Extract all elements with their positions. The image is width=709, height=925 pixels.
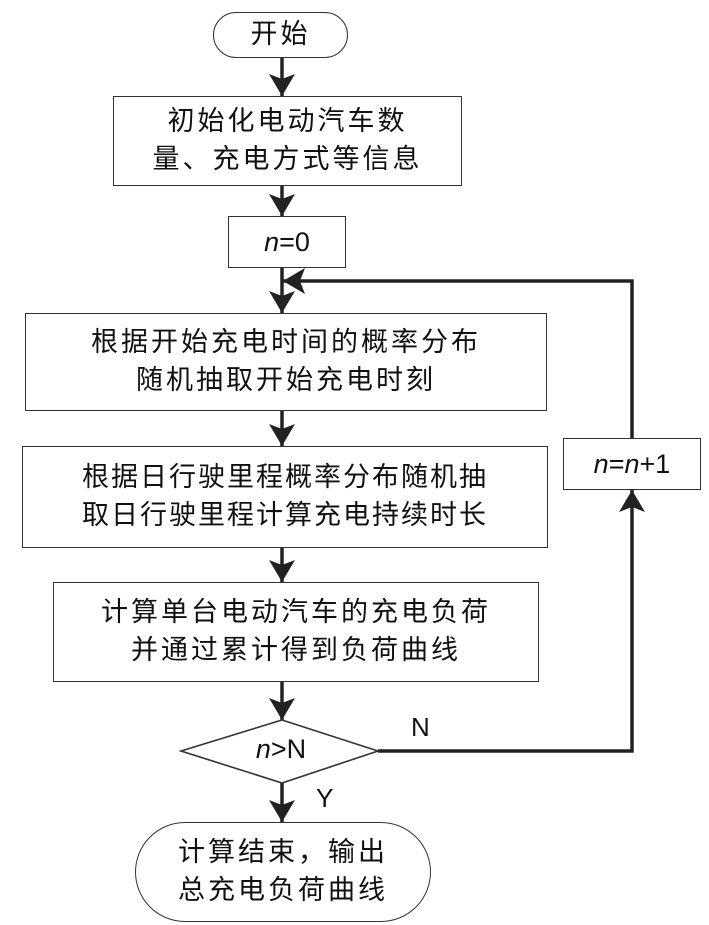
init-line-2: 量、充电方式等信息	[152, 144, 423, 175]
compute-load-box: 计算单台电动汽车的充电负荷 并通过累计得到负荷曲线	[53, 582, 539, 682]
init-process-box: 初始化电动汽车数 量、充电方式等信息	[113, 96, 462, 186]
sample-mileage-box: 根据日行驶里程概率分布随机抽 取日行驶里程计算充电持续时长	[22, 446, 548, 548]
branch-no-label: N	[411, 712, 430, 742]
decision-condition: >N	[270, 734, 307, 764]
end-line-1: 计算结束，输出	[178, 837, 388, 868]
start-text: 开始	[250, 19, 311, 50]
decision-diamond-shape	[178, 719, 381, 784]
decision-variable: n	[255, 734, 271, 764]
end-terminal: 计算结束，输出 总充电负荷曲线	[135, 822, 431, 922]
compute-load-line-1: 计算单台电动汽车的充电负荷	[101, 597, 491, 628]
increment-text: n=n+1	[594, 449, 671, 480]
branch-yes-label: Y	[316, 783, 334, 813]
increment-var-right: n	[624, 448, 640, 479]
init-counter-box: n=0	[228, 216, 346, 268]
decision-text: n>N	[181, 734, 381, 765]
edge-decision-to-increment	[378, 490, 645, 753]
end-line-2: 总充电负荷曲线	[178, 875, 388, 906]
sample-mileage-line-2: 取日行驶里程计算充电持续时长	[82, 500, 488, 531]
sample-start-time-line-1: 根据开始充电时间的概率分布	[91, 327, 481, 358]
counter-variable: n	[264, 226, 280, 257]
sample-start-time-line-2: 随机抽取开始充电时刻	[136, 365, 436, 396]
sample-mileage-line-1: 根据日行驶里程概率分布随机抽	[82, 462, 488, 493]
sample-start-time-box: 根据开始充电时间的概率分布 随机抽取开始充电时刻	[25, 313, 547, 411]
compute-load-line-2: 并通过累计得到负荷曲线	[131, 635, 461, 666]
start-terminal: 开始	[213, 12, 348, 58]
increment-var-left: n	[593, 448, 609, 479]
increment-plus-one: +1	[639, 448, 671, 479]
counter-assignment: =0	[279, 226, 310, 257]
increment-counter-box: n=n+1	[563, 438, 701, 490]
edge-increment-loopback	[283, 268, 634, 438]
init-counter-text: n=0	[264, 227, 310, 258]
increment-equals: =	[608, 448, 625, 479]
init-line-1: 初始化电动汽车数	[167, 106, 408, 137]
